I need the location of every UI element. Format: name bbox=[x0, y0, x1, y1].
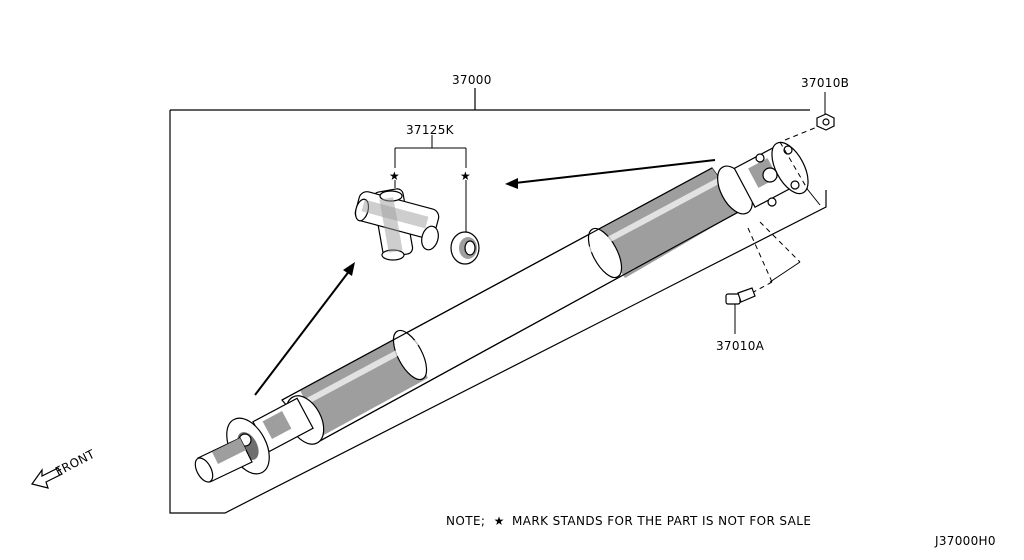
not-for-sale-mark-spider: ★ bbox=[389, 169, 400, 183]
direction-arrows bbox=[254, 159, 716, 396]
universal-joint-spider bbox=[354, 188, 440, 261]
assembly-frame bbox=[169, 88, 827, 514]
label-37000: 37000 bbox=[452, 73, 492, 87]
note-text: MARK STANDS FOR THE PART IS NOT FOR SALE bbox=[512, 514, 811, 528]
not-for-sale-mark-seal: ★ bbox=[460, 169, 471, 183]
label-37010a: 37010A bbox=[716, 339, 765, 353]
diagram-code: J37000H0 bbox=[934, 534, 996, 548]
rear-joint bbox=[717, 141, 809, 215]
label-front: FRONT bbox=[53, 447, 98, 479]
note-mark: ★ bbox=[494, 514, 505, 528]
joint-kit-leader bbox=[394, 135, 467, 232]
note: NOTE; ★ MARK STANDS FOR THE PART IS NOT … bbox=[446, 514, 811, 528]
note-prefix: NOTE; bbox=[446, 514, 485, 528]
label-37125k: 37125K bbox=[406, 123, 455, 137]
label-37010b: 37010B bbox=[801, 76, 849, 90]
bearing-seal-ring bbox=[450, 231, 480, 265]
front-stub-shaft bbox=[194, 437, 253, 483]
propeller-shaft bbox=[281, 167, 743, 443]
bolt-37010a bbox=[725, 287, 756, 334]
front-arrow-icon bbox=[30, 467, 63, 489]
alignment-lines bbox=[747, 124, 823, 296]
nut-37010b bbox=[816, 92, 835, 131]
